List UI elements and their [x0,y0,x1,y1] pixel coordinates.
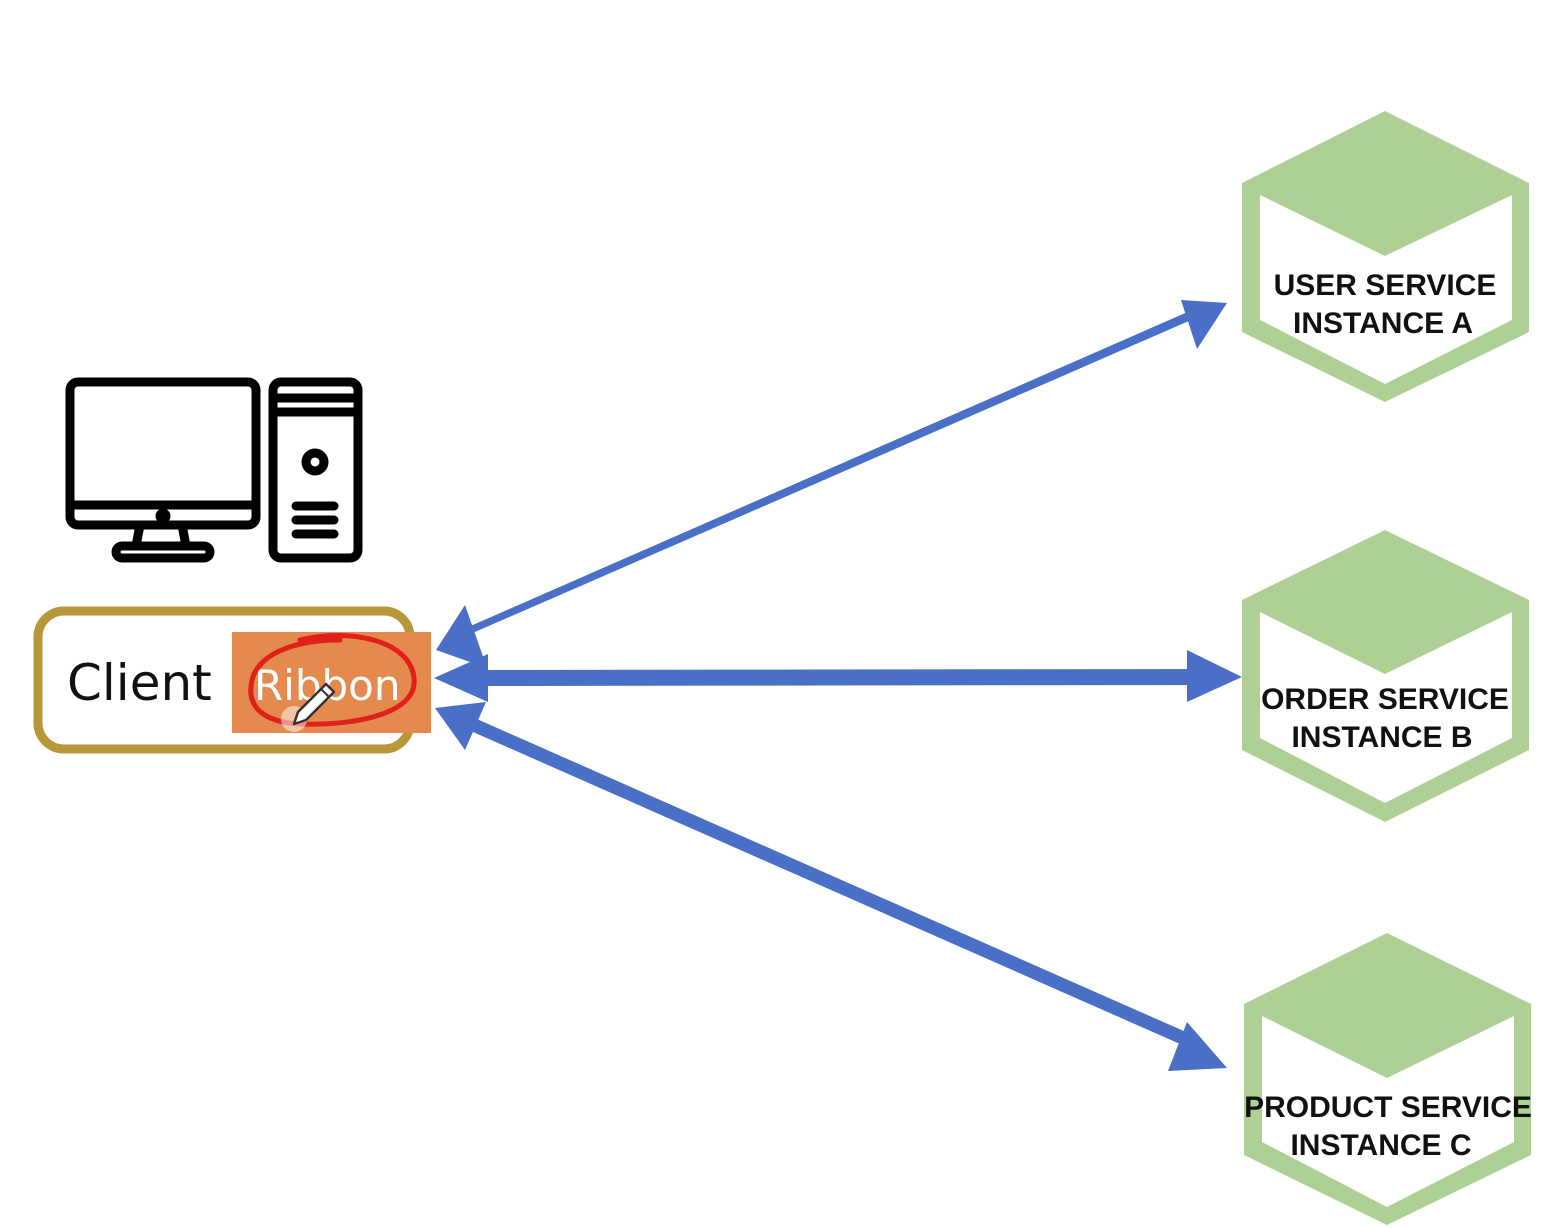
service-label-product-line1: PRODUCT SERVICE [1244,1091,1532,1124]
service-node-order: ORDER SERVICE INSTANCE B [1242,530,1529,822]
ribbon-component: Ribbon [232,632,431,733]
client-label: Client [67,654,212,712]
service-label-order-line2: INSTANCE B [1291,721,1472,754]
pen-cursor-icon [281,682,336,732]
service-node-product: PRODUCT SERVICE INSTANCE C [1244,933,1532,1225]
service-label-order-line1: ORDER SERVICE [1261,683,1509,716]
service-label-product-line2: INSTANCE C [1290,1129,1471,1162]
arrow-client-order-service [434,650,1242,702]
connection-arrows [434,300,1242,1071]
service-node-user: USER SERVICE INSTANCE A [1242,111,1529,402]
service-label-user-line1: USER SERVICE [1274,269,1497,302]
arrow-client-product-service [435,702,1227,1071]
annotation-circle [248,633,417,727]
service-label-user-line2: INSTANCE A [1293,307,1473,340]
arrow-client-user-service [436,300,1227,668]
desktop-computer-icon [65,377,363,563]
